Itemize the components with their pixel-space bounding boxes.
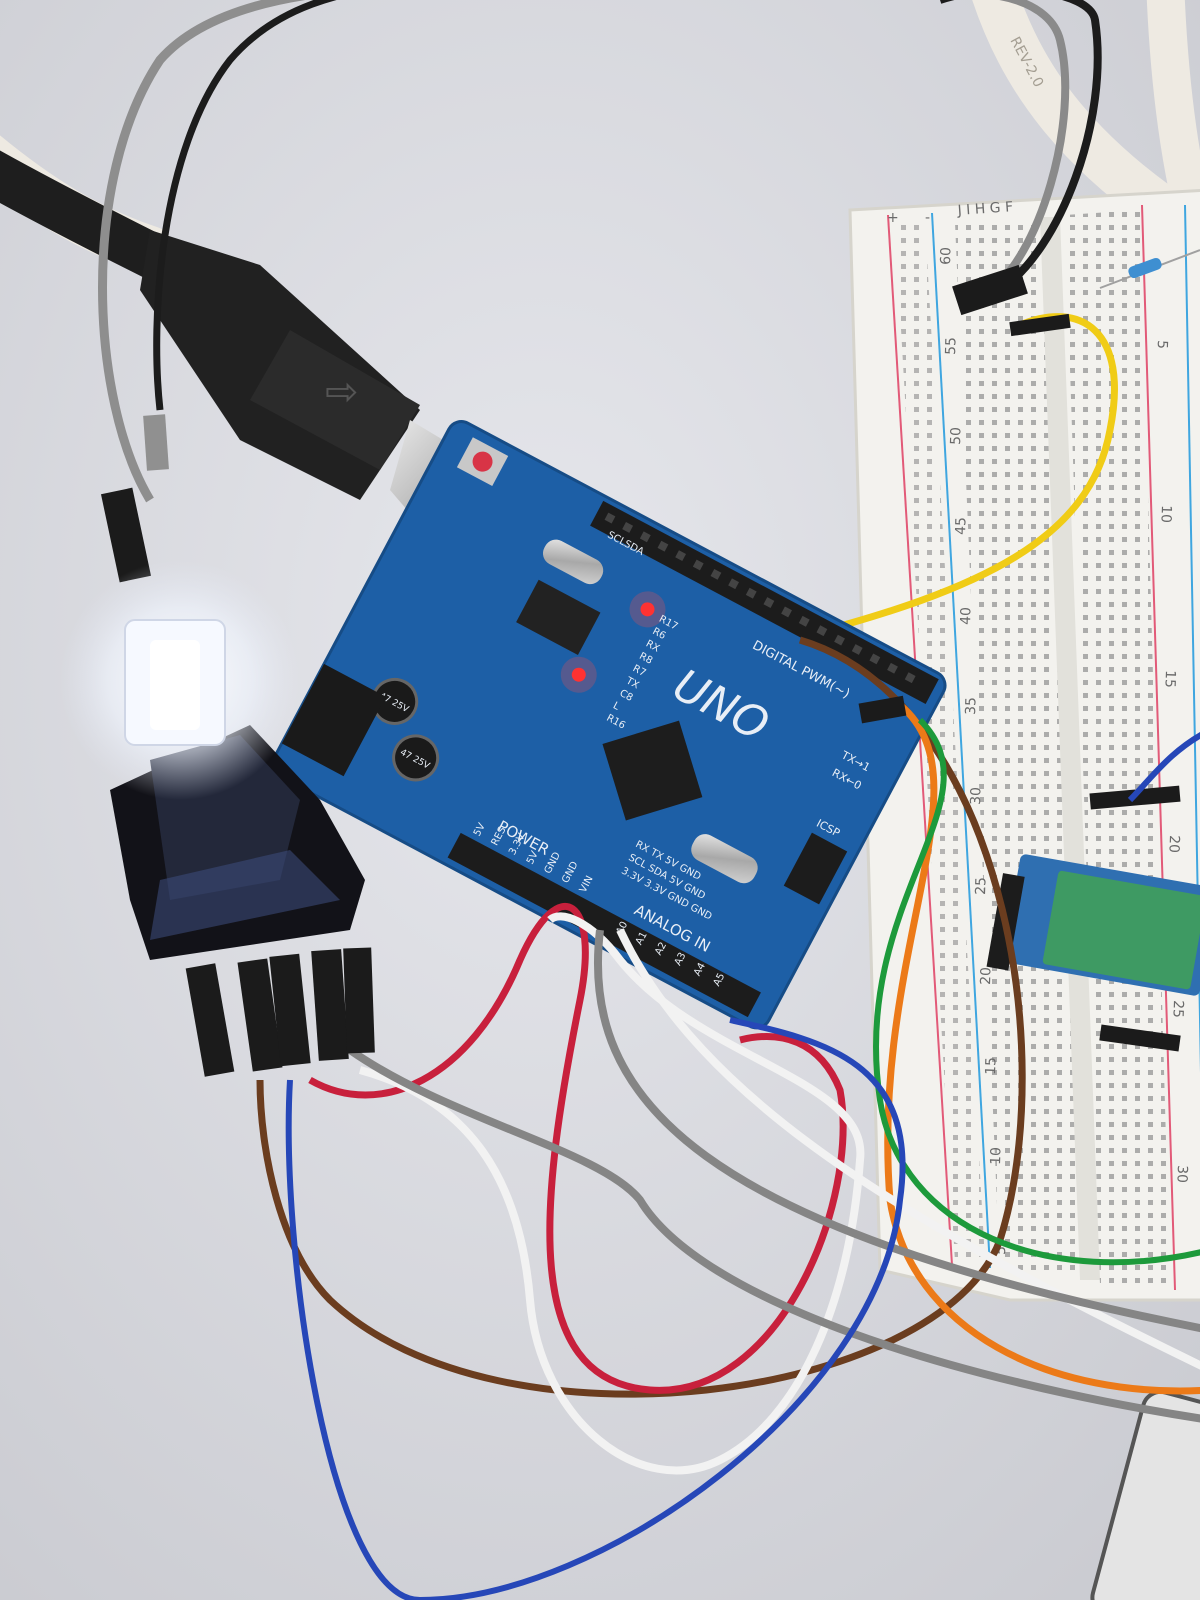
bb-number: 25 <box>1169 1000 1186 1018</box>
header-pin <box>763 597 775 608</box>
analog-pin-label: A2 <box>653 941 669 958</box>
wire-gray-left <box>98 0 306 503</box>
bb-number: 20 <box>978 967 995 985</box>
header-pin <box>692 559 704 571</box>
usb-icon: ⇨ <box>325 369 359 415</box>
header-pin <box>781 606 792 618</box>
header-pin <box>816 625 828 637</box>
barrel-jack <box>281 663 386 777</box>
atmega-chip <box>602 720 703 821</box>
bb-number: 30 <box>1173 1165 1190 1183</box>
header-pin <box>604 512 616 524</box>
led-module <box>60 560 365 960</box>
bb-number: 30 <box>968 787 985 805</box>
wire-green <box>872 717 1200 1266</box>
bb-row-letters: J I H G F <box>956 199 1013 219</box>
bb-number: 55 <box>943 337 960 355</box>
header-pin <box>834 634 845 646</box>
usb-chip <box>516 579 601 656</box>
bb-number: 5 <box>993 1246 1009 1255</box>
header-pin <box>745 587 757 599</box>
wire-blue-bottom <box>285 1017 906 1600</box>
bb-rail-minus: - <box>925 210 930 226</box>
led-l <box>571 667 586 682</box>
wire-gray-bottom-2 <box>593 929 1200 1333</box>
arduino-board: 47 25V 47 25V UNO DIGITAL PWM(~) POWER A… <box>271 420 947 1030</box>
jumper-left-1 <box>100 487 152 583</box>
crystal-top <box>542 539 604 585</box>
bb-number: 50 <box>948 427 965 445</box>
wire-yellow <box>799 313 1118 641</box>
bb-rail-plus: + <box>887 210 899 226</box>
wire-black-top <box>940 0 1102 294</box>
breadboard: + - J I H G F 60 55 50 45 40 35 30 25 20 15 10 5 5 1… <box>848 189 1200 1302</box>
wire-blue-right <box>1127 732 1200 803</box>
wire-white-2 <box>616 928 1200 1370</box>
jumper-connector-top <box>952 264 1028 316</box>
jumper-orange-end <box>858 695 907 724</box>
header-pin <box>675 550 687 562</box>
jumper-left-2 <box>143 414 169 471</box>
header-pin <box>904 672 916 684</box>
bb-number: 40 <box>958 607 975 625</box>
analog-pin-label: A4 <box>692 961 708 978</box>
led-on <box>640 602 655 617</box>
power-bank <box>1090 1389 1200 1600</box>
header-pin <box>728 578 740 590</box>
analog-pin-label: A5 <box>712 971 728 988</box>
reset-button <box>472 451 493 472</box>
bb-number: 35 <box>963 697 980 715</box>
bb-number: 10 <box>1157 505 1174 523</box>
header-pin <box>622 522 634 533</box>
wire-brown <box>256 636 1026 1398</box>
bb-number-column: 60 55 50 45 40 35 30 25 20 15 10 5 <box>938 247 1009 1255</box>
resistor <box>1099 249 1200 289</box>
wire-gray-top <box>982 0 1070 299</box>
wire-orange <box>884 702 1200 1395</box>
jumper-yellow-end <box>1009 313 1071 337</box>
wire-gray-bottom <box>347 1046 1200 1423</box>
header-pin <box>657 540 669 552</box>
power-analog-header <box>447 832 761 1018</box>
bb-number: 15 <box>1161 670 1178 688</box>
bb-number: 60 <box>938 247 955 265</box>
bb-number: 10 <box>988 1147 1005 1165</box>
jumper-right-low <box>1099 1024 1181 1052</box>
header-pin <box>710 568 722 580</box>
wire-black-left <box>153 0 337 411</box>
bluetooth-module <box>986 854 1200 996</box>
bb-number-column-right: 5 10 15 20 25 30 <box>1154 340 1190 1183</box>
led-pin-connectors <box>185 947 375 1077</box>
capacitor-2 <box>392 734 440 782</box>
crystal <box>691 834 758 884</box>
usb-cable-white-far <box>1146 0 1200 269</box>
bb-number: 20 <box>1165 835 1182 853</box>
usb-cable-black <box>0 150 171 281</box>
led-label: L <box>611 700 621 713</box>
analog-pin-label: A1 <box>634 930 650 947</box>
header-pin <box>851 644 863 655</box>
header-pin <box>887 662 898 674</box>
icsp-header <box>783 832 848 905</box>
header-pin <box>798 615 810 627</box>
analog-pin-label: A3 <box>673 951 689 968</box>
header-pin <box>869 653 881 665</box>
header-pin <box>639 531 651 543</box>
bb-number: 5 <box>1154 340 1170 349</box>
bb-number: 25 <box>973 877 990 895</box>
bb-number: 45 <box>953 517 970 535</box>
bb-number: 15 <box>983 1057 1000 1075</box>
